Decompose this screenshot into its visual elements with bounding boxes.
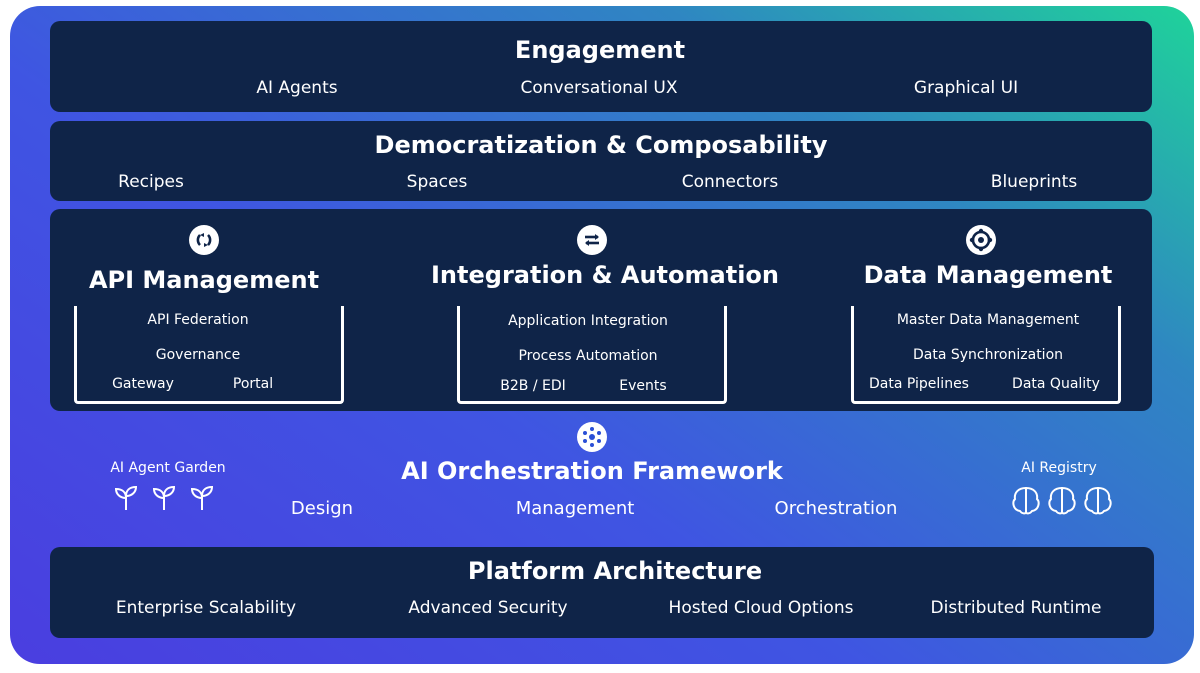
api-item-portal: Portal xyxy=(232,376,274,392)
data-item-sync: Data Synchronization xyxy=(912,347,1064,363)
registry-label: AI Registry xyxy=(1021,460,1097,476)
brain-icon xyxy=(1048,486,1076,515)
engagement-title: Engagement xyxy=(514,36,686,64)
data-item-quality: Data Quality xyxy=(1012,376,1100,392)
orchestration-item-management: Management xyxy=(515,498,635,519)
brain-icon xyxy=(1084,486,1112,515)
democratization-title: Democratization & Composability xyxy=(374,131,828,159)
api-item-gateway: Gateway xyxy=(112,376,174,392)
engagement-panel: Engagement AI Agents Conversational UX G… xyxy=(50,21,1152,112)
integration-item-events: Events xyxy=(619,378,667,394)
democratization-item-recipes: Recipes xyxy=(118,172,184,192)
integration-title: Integration & Automation xyxy=(431,261,779,289)
capabilities-panel: API Management API Federation Governance… xyxy=(50,209,1152,411)
democratization-panel: Democratization & Composability Recipes … xyxy=(50,121,1152,201)
platform-item-runtime: Distributed Runtime xyxy=(930,598,1102,618)
engagement-item-conversational-ux: Conversational UX xyxy=(520,78,678,98)
api-management-bracket xyxy=(74,306,344,404)
integration-item-process: Process Automation xyxy=(518,348,658,364)
platform-item-cloud: Hosted Cloud Options xyxy=(668,598,854,618)
platform-item-scalability: Enterprise Scalability xyxy=(115,598,297,618)
integration-bracket xyxy=(457,306,727,404)
democratization-item-spaces: Spaces xyxy=(406,172,468,192)
api-management-title: API Management xyxy=(88,266,320,294)
sprout-icon xyxy=(152,485,176,510)
orchestration-title: AI Orchestration Framework xyxy=(401,457,783,485)
swap-arrows-icon xyxy=(577,225,607,255)
diagram-frame: Engagement AI Agents Conversational UX G… xyxy=(10,6,1194,664)
engagement-item-graphical-ui: Graphical UI xyxy=(913,78,1019,98)
brain-icon xyxy=(1012,486,1040,515)
platform-panel: Platform Architecture Enterprise Scalabi… xyxy=(50,547,1154,638)
engagement-item-ai-agents: AI Agents xyxy=(256,78,338,98)
data-management-bracket xyxy=(851,306,1121,404)
sprout-icons xyxy=(112,484,224,512)
sprout-icon xyxy=(190,485,214,510)
integration-item-b2b: B2B / EDI xyxy=(500,378,566,394)
cycle-arrows-icon xyxy=(189,225,219,255)
data-item-pipelines: Data Pipelines xyxy=(869,376,969,392)
orchestration-item-orchestration: Orchestration xyxy=(774,498,898,519)
platform-title: Platform Architecture xyxy=(467,557,763,585)
democratization-item-blueprints: Blueprints xyxy=(990,172,1078,192)
data-management-title: Data Management xyxy=(863,261,1113,289)
agent-garden-label: AI Agent Garden xyxy=(110,460,226,476)
integration-item-application: Application Integration xyxy=(508,313,668,329)
orchestration-item-design: Design xyxy=(290,498,354,519)
api-item-federation: API Federation xyxy=(147,312,249,328)
brain-icons xyxy=(1010,484,1114,516)
api-item-governance: Governance xyxy=(155,347,241,363)
data-item-master: Master Data Management xyxy=(896,312,1080,328)
sprout-icon xyxy=(114,485,138,510)
network-nodes-icon xyxy=(577,422,607,452)
gear-icon xyxy=(966,225,996,255)
platform-item-security: Advanced Security xyxy=(408,598,568,618)
democratization-item-connectors: Connectors xyxy=(681,172,779,192)
